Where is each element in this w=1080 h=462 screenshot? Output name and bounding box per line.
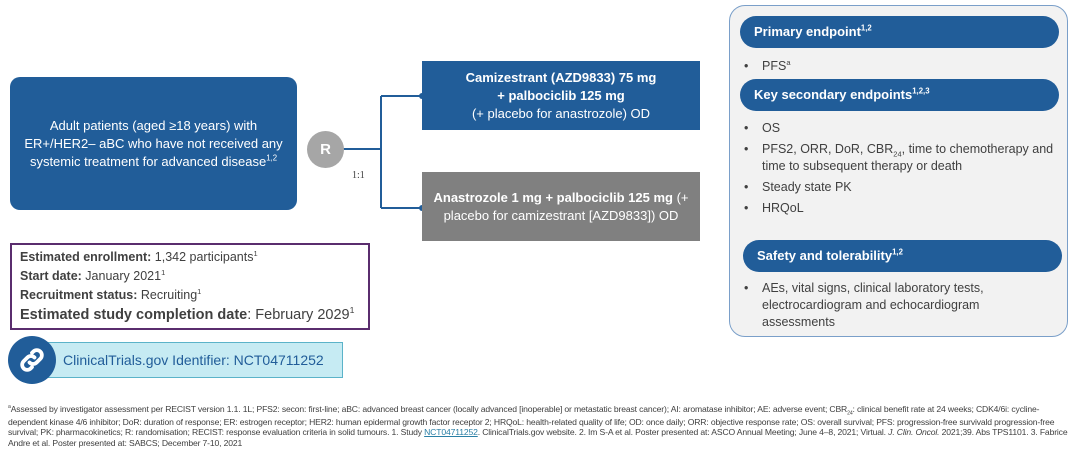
study-info-box: Estimated enrollment: 1,342 participants… <box>10 243 370 330</box>
nct-link[interactable]: NCT04711252 <box>424 427 478 438</box>
arm1-line2: + palbociclib 125 mg <box>497 87 625 103</box>
patient-population-box: Adult patients (aged ≥18 years) with ER+… <box>10 77 297 210</box>
primary-endpoint-header: Primary endpoint1,2 <box>740 16 1059 48</box>
info-recruitment-status: Recruitment status: Recruiting1 <box>20 286 202 302</box>
secondary-title: Key secondary endpoints <box>754 87 913 102</box>
list-item: HRQoL <box>740 200 1060 217</box>
info-start-date: Start date: January 20211 <box>20 267 166 283</box>
primary-sup: 1,2 <box>860 23 872 33</box>
secondary-sup: 1,2,3 <box>912 86 930 96</box>
info-completion-date: Estimated study completion date: Februar… <box>20 305 355 323</box>
arm-camizestrant: Camizestrant (AZD9833) 75 mg + palbocicl… <box>422 61 700 130</box>
list-item: Steady state PK <box>740 179 1060 196</box>
link-icon <box>8 336 56 384</box>
arm2-rest: (+ placebo for camizestrant [AZD9833]) O… <box>443 189 689 223</box>
safety-sup: 1,2 <box>892 247 903 257</box>
endpoints-panel: Primary endpoint1,2 PFSa Key secondary e… <box>729 5 1068 337</box>
patient-text: Adult patients (aged ≥18 years) with ER+… <box>24 117 283 169</box>
list-item: PFS2, ORR, DoR, CBR24, time to chemother… <box>740 141 1060 175</box>
identifier-text[interactable]: ClinicalTrials.gov Identifier: NCT047112… <box>63 352 324 368</box>
list-item: OS <box>740 120 1060 137</box>
randomization-circle: R <box>307 131 344 168</box>
arm-anastrozole: Anastrozole 1 mg + palbociclib 125 mg (+… <box>422 172 700 241</box>
info-enrollment: Estimated enrollment: 1,342 participants… <box>20 248 258 264</box>
safety-header: Safety and tolerability1,2 <box>743 240 1062 272</box>
randomization-ratio: 1:1 <box>352 170 365 181</box>
secondary-endpoints-list: OS PFS2, ORR, DoR, CBR24, time to chemot… <box>740 120 1060 221</box>
arm1-line3: (+ placebo for anastrozole) OD <box>471 105 651 121</box>
list-item: AEs, vital signs, clinical laboratory te… <box>740 280 1055 331</box>
arm2-bold: Anastrozole 1 mg + palbociclib 125 mg <box>433 189 673 205</box>
ref-sup: 1,2 <box>266 153 278 163</box>
safety-title: Safety and tolerability <box>757 248 893 263</box>
footnotes: aAssessed by investigator assessment per… <box>8 404 1068 448</box>
clinicaltrials-identifier-link[interactable]: ClinicalTrials.gov Identifier: NCT047112… <box>30 342 343 378</box>
primary-endpoint-list: PFSa <box>740 58 790 79</box>
safety-list: AEs, vital signs, clinical laboratory te… <box>740 280 1055 335</box>
arm1-line1: Camizestrant (AZD9833) 75 mg <box>465 69 657 85</box>
list-item: PFSa <box>740 58 790 75</box>
secondary-endpoints-header: Key secondary endpoints1,2,3 <box>740 79 1059 111</box>
primary-title: Primary endpoint <box>754 24 861 39</box>
